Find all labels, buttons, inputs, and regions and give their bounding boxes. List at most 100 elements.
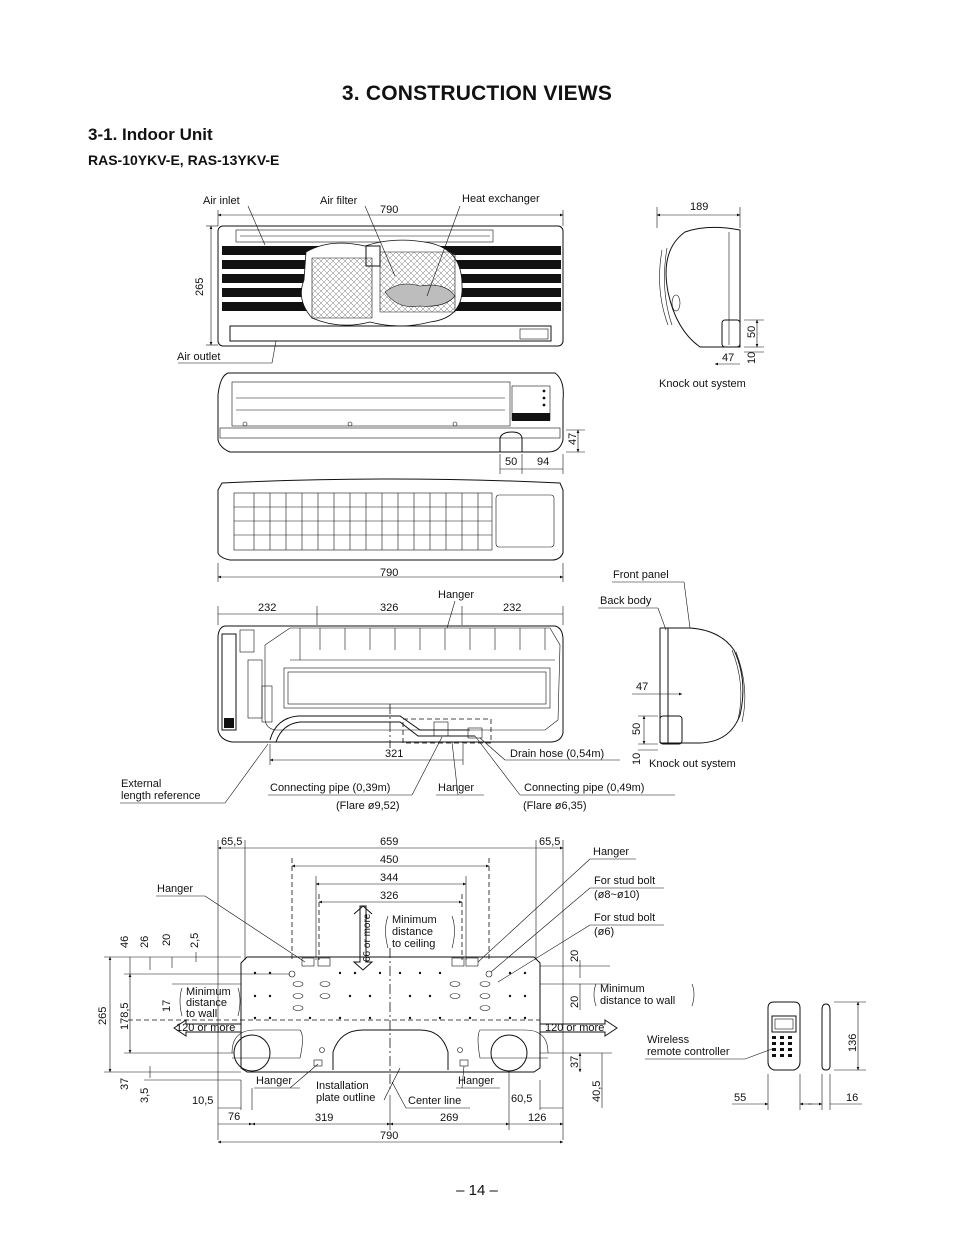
min-ceiling-line3: to ceiling	[392, 938, 435, 950]
ceiling-value: 66 or more	[362, 913, 373, 962]
plate-dim-10-5: 10,5	[192, 1095, 213, 1107]
air-inlet-label: Air inlet	[203, 195, 240, 207]
plate-dim-37-left: 37	[119, 1078, 131, 1090]
front-width-dim: 790	[380, 204, 398, 216]
side-depth-dim: 189	[690, 201, 708, 213]
left-more: 120 or more	[176, 1022, 235, 1034]
side-dim-47: 47	[722, 352, 734, 364]
min-wall-right-line1: Minimum	[600, 983, 645, 995]
plate-view: 65,5 659 65,5 450 344 326 66 or more Min…	[97, 836, 695, 1144]
plate-dim-17: 17	[161, 1000, 173, 1012]
side-view-2: Front panel Back body 47 50 10 Knock out…	[598, 569, 746, 770]
side2-dim-10: 10	[631, 753, 643, 765]
min-ceiling-line2: distance	[392, 926, 433, 938]
knock-out-label-2: Knock out system	[649, 758, 736, 770]
plate-dim-37-right: 37	[569, 1056, 581, 1068]
knock-out-label-1: Knock out system	[659, 378, 746, 390]
plate-dim-65-5-left: 65,5	[221, 836, 242, 848]
plate-dim-46: 46	[119, 936, 131, 948]
min-wall-left-line3: to wall	[186, 1008, 217, 1020]
plate-dim-26: 26	[139, 936, 151, 948]
remote-label-line1: Wireless	[647, 1034, 690, 1046]
inside-dim-321: 321	[385, 748, 403, 760]
right-more: 120 or more	[545, 1022, 604, 1034]
plate-dim-265: 265	[97, 1007, 109, 1025]
plate-holes	[253, 957, 527, 1067]
front-height-dim: 265	[194, 278, 206, 296]
remote-dim-55: 55	[734, 1092, 746, 1104]
side2-dim-47: 47	[636, 681, 648, 693]
plate-dim-126: 126	[528, 1112, 546, 1124]
plate-dim-269: 269	[440, 1112, 458, 1124]
hanger-bottom-label: Hanger	[438, 782, 474, 794]
front-panel-label: Front panel	[613, 569, 669, 581]
inside-dim-232-left: 232	[258, 602, 276, 614]
stud-bolt-1-line2: (ø8~ø10)	[594, 889, 640, 901]
plate-dim-2-5: 2,5	[189, 933, 201, 948]
page-title: 3. CONSTRUCTION VIEWS	[341, 82, 613, 105]
plate-dim-20-r1: 20	[569, 950, 581, 962]
install-line2: plate outline	[316, 1092, 375, 1104]
remote-controller: Wireless remote controller 55 16 136	[645, 1001, 866, 1110]
external-ref-line2: length reference	[121, 790, 201, 802]
stud-bolt-2-line1: For stud bolt	[594, 912, 655, 924]
inside-dim-232-right: 232	[503, 602, 521, 614]
flare-left-label: (Flare ø9,52)	[336, 800, 400, 812]
plate-dim-3-5: 3,5	[139, 1088, 151, 1103]
plate-dim-450: 450	[380, 854, 398, 866]
hanger-br-label: Hanger	[458, 1075, 494, 1087]
min-wall-left-line2: distance	[186, 997, 227, 1009]
min-wall-right-line2: distance to wall	[600, 995, 675, 1007]
bottom-dim-94: 94	[537, 456, 549, 468]
side-dim-50: 50	[746, 326, 758, 338]
plate-dim-326: 326	[380, 890, 398, 902]
plate-dim-76: 76	[228, 1111, 240, 1123]
install-line1: Installation	[316, 1080, 369, 1092]
pipe-right-label: Connecting pipe (0,49m)	[524, 782, 644, 794]
side2-dim-50: 50	[631, 723, 643, 735]
inside-dim-326: 326	[380, 602, 398, 614]
hanger-bl-label: Hanger	[256, 1075, 292, 1087]
bottom-dim-47: 47	[567, 433, 579, 445]
remote-dim-136: 136	[847, 1034, 859, 1052]
side-view: 189 50 10 47 Knock out system	[656, 201, 764, 390]
plate-dim-344: 344	[380, 872, 398, 884]
plate-dim-659: 659	[380, 836, 398, 848]
remote-label-line2: remote controller	[647, 1046, 730, 1058]
plate-dim-20: 20	[161, 934, 173, 946]
bottom-view: 47 50 94	[217, 372, 585, 474]
rear-top-view: 790	[217, 478, 564, 582]
plate-dim-319: 319	[315, 1112, 333, 1124]
stud-bolt-1-line1: For stud bolt	[594, 875, 655, 887]
pipe-left-label: Connecting pipe (0,39m)	[270, 782, 390, 794]
hanger-tr-label: Hanger	[593, 846, 629, 858]
plate-dim-60-5: 60,5	[511, 1093, 532, 1105]
center-line-label: Center line	[408, 1095, 461, 1107]
air-filter-label: Air filter	[320, 195, 358, 207]
hanger-top-label: Hanger	[438, 589, 474, 601]
rear-width-dim: 790	[380, 567, 398, 579]
back-body-label: Back body	[600, 595, 652, 607]
flare-right-label: (Flare ø6,35)	[523, 800, 587, 812]
plate-dim-40-5: 40,5	[591, 1081, 603, 1102]
external-ref-line1: External	[121, 778, 161, 790]
side-dim-10: 10	[746, 352, 758, 364]
remote-dim-16: 16	[846, 1092, 858, 1104]
drain-hose-label: Drain hose (0,54m)	[510, 748, 604, 760]
min-ceiling-line1: Minimum	[392, 914, 437, 926]
model-numbers: RAS-10YKV-E, RAS-13YKV-E	[88, 152, 280, 168]
inside-view: 232 326 232 Hanger 321 Dr	[120, 589, 675, 812]
plate-dim-178-5: 178,5	[119, 1002, 131, 1030]
plate-dim-65-5-right: 65,5	[539, 836, 560, 848]
stud-bolt-2-line2: (ø6)	[594, 926, 614, 938]
section-heading: 3-1. Indoor Unit	[88, 125, 213, 144]
heat-exchanger-label: Heat exchanger	[462, 193, 540, 205]
air-outlet-label: Air outlet	[177, 351, 220, 363]
hanger-tl-label: Hanger	[157, 883, 193, 895]
plate-dim-20-r2: 20	[569, 996, 581, 1008]
page-number: – 14 –	[456, 1182, 498, 1199]
front-view: 790 265 Air inlet Air filter Heat exchan…	[177, 193, 564, 364]
plate-dim-790: 790	[380, 1130, 398, 1142]
min-wall-left-line1: Minimum	[186, 986, 231, 998]
